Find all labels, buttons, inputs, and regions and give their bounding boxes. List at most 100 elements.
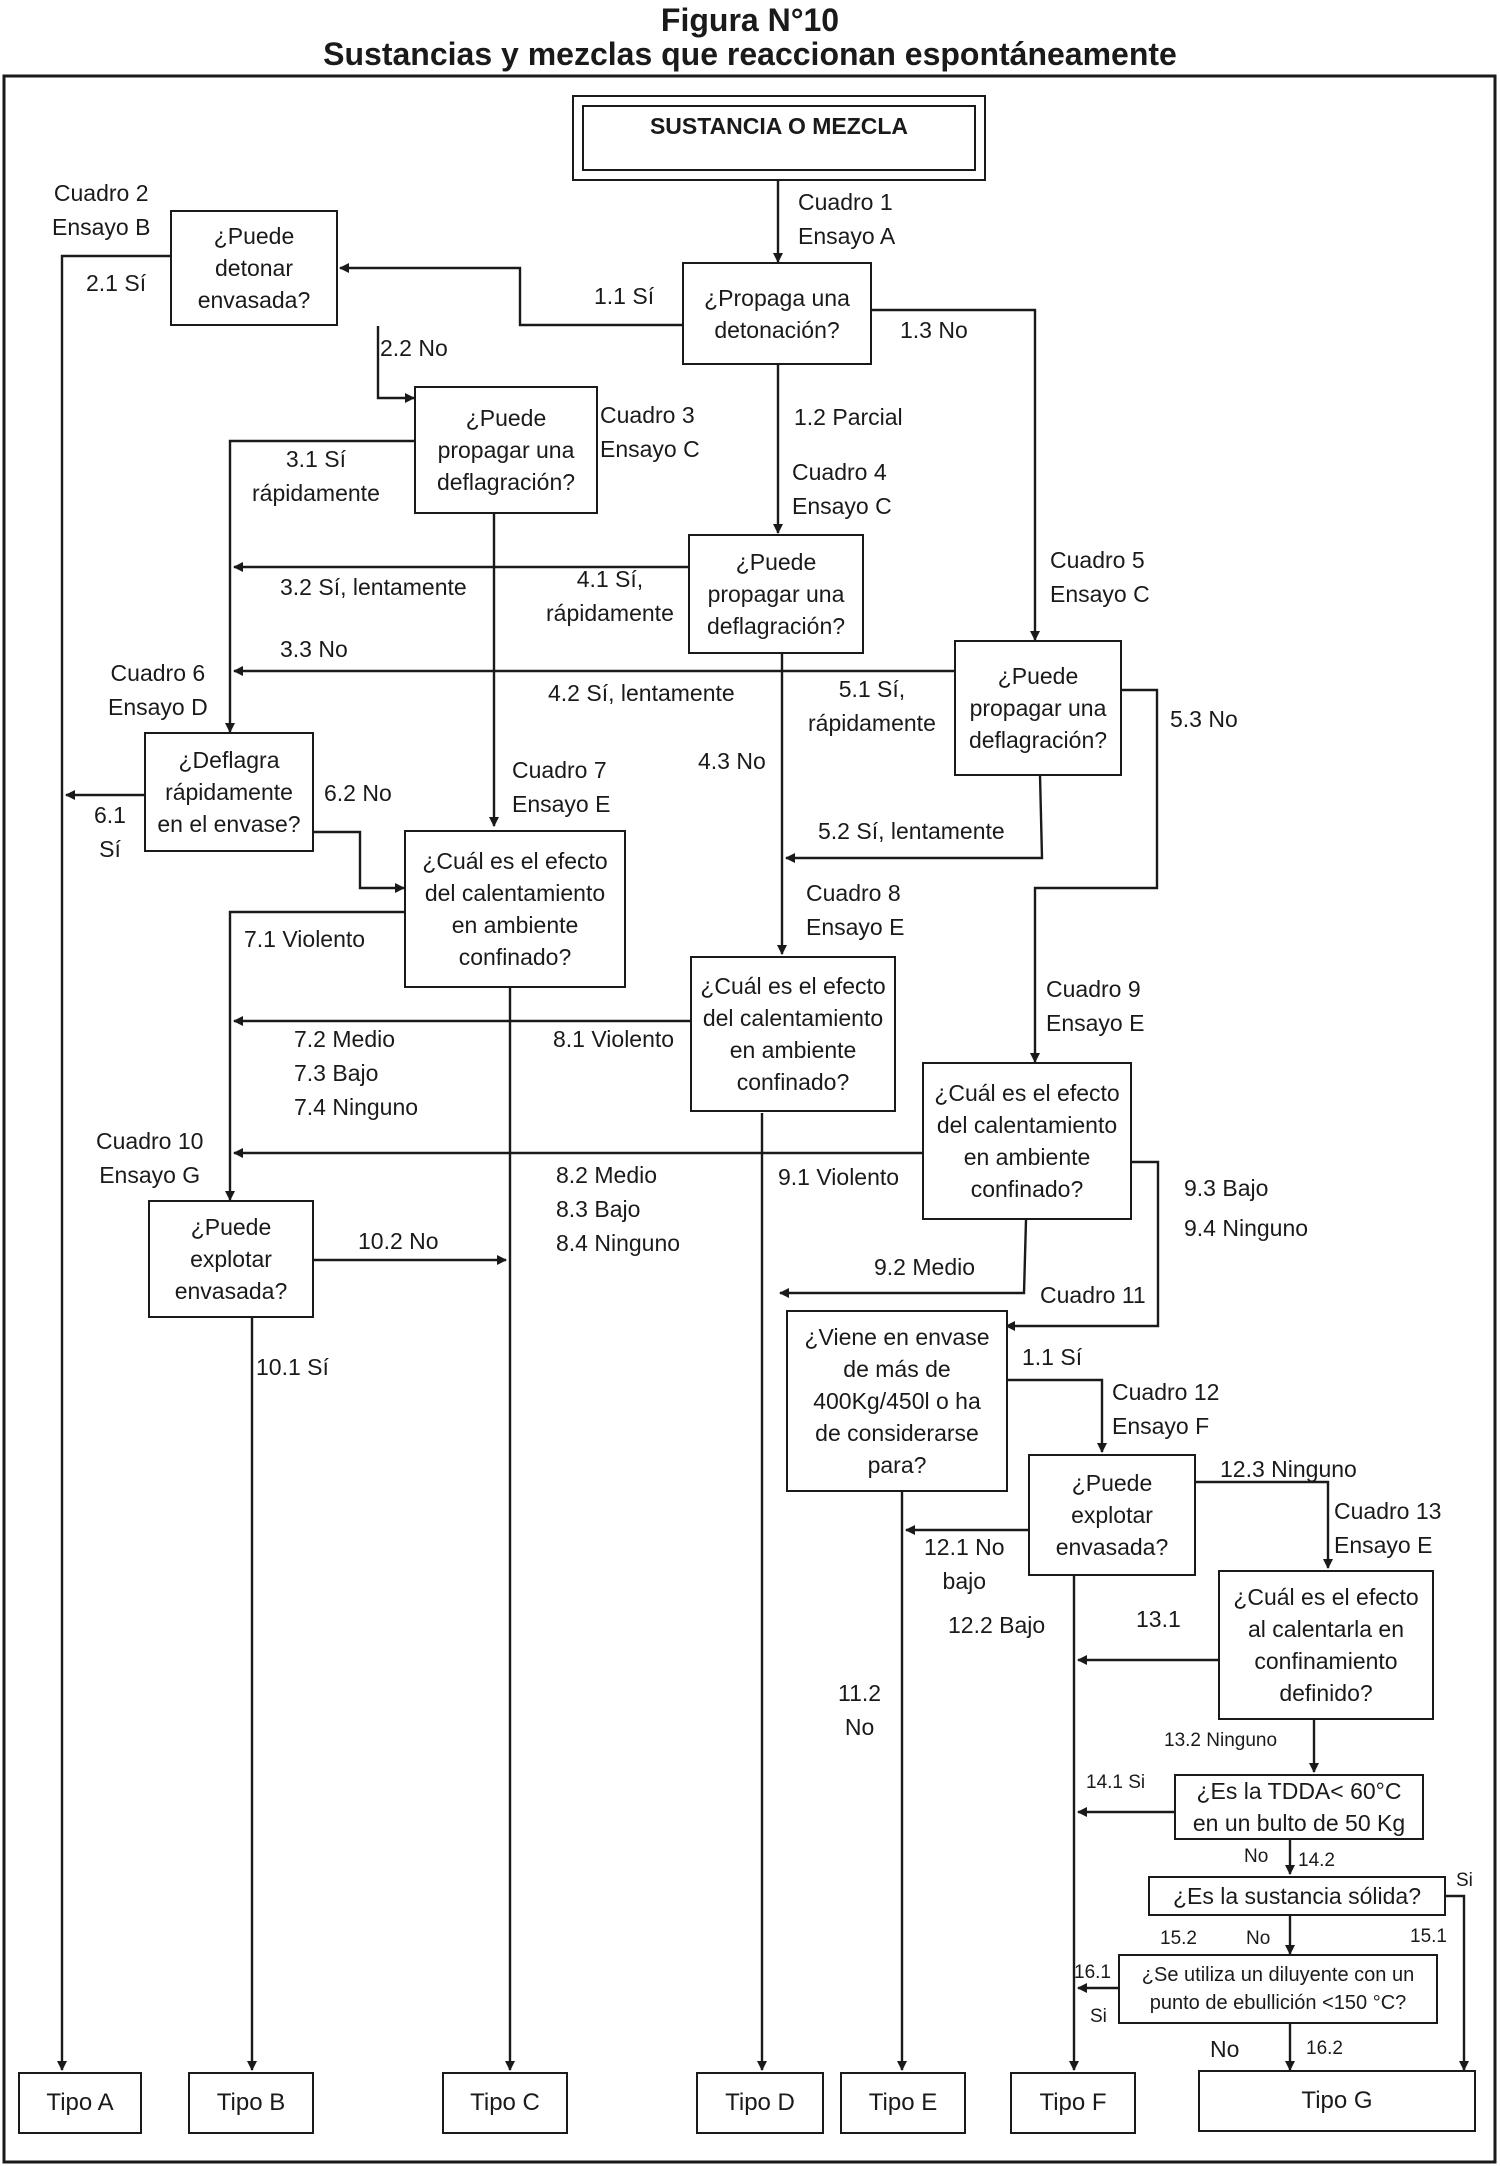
edge-12-3 [1196, 1480, 1333, 1569]
label-3-3: 3.3 No [280, 636, 348, 662]
label-1-3: 1.3 No [900, 317, 968, 343]
tipo-e-box: Tipo E [840, 2072, 966, 2134]
label-cuadro-7: Cuadro 7 Ensayo E [512, 757, 611, 817]
box-1-propaga-detonacion: ¿Propaga una detonación? [682, 262, 872, 365]
label-cuadro-8: Cuadro 8 Ensayo E [806, 880, 905, 940]
box-3-deflagracion: ¿Puede propagar una deflagración? [414, 386, 598, 514]
label-10-1: 10.1 Sí [256, 1354, 329, 1380]
label-cuadro-4: Cuadro 4 Ensayo C [792, 459, 892, 519]
label-15-2: 15.2 [1160, 1928, 1197, 1949]
label-16-2: 16.2 [1306, 2038, 1343, 2059]
box-16-diluyente: ¿Se utiliza un diluyente con un punto de… [1118, 1954, 1438, 2024]
label-6-2: 6.2 No [324, 780, 392, 806]
label-cuadro-6: Cuadro 6 Ensayo D [108, 660, 208, 720]
label-cuadro-5: Cuadro 5 Ensayo C [1050, 547, 1150, 607]
label-9-2: 9.2 Medio [874, 1254, 976, 1280]
label-4-1: 4.1 Sí, rápidamente [546, 566, 674, 626]
box-14-tdda: ¿Es la TDDA< 60°C en un bulto de 50 Kg [1174, 1774, 1424, 1840]
label-16-si: Si [1090, 2006, 1107, 2027]
label-1-1: 1.1 Sí [594, 283, 655, 309]
label-3-1: 3.1 Sí rápidamente [252, 446, 380, 506]
box-8-efecto-calentamiento: ¿Cuál es el efecto del calentamiento en … [690, 956, 896, 1112]
label-2-1: 2.1 Sí [86, 270, 147, 296]
label-16-1: 16.1 [1074, 1962, 1111, 1983]
box-5-deflagracion: ¿Puede propagar una deflagración? [954, 640, 1122, 776]
label-1-2: 1.2 Parcial [794, 404, 903, 430]
label-14-1: 14.1 Si [1086, 1772, 1146, 1793]
label-14-2: 14.2 [1298, 1850, 1335, 1871]
label-13-1: 13.1 [1136, 1606, 1181, 1632]
label-cuadro-11: Cuadro 11 [1040, 1282, 1146, 1308]
label-4-2: 4.2 Sí, lentamente [548, 680, 735, 706]
label-5-3: 5.3 No [1170, 706, 1238, 732]
outer-frame [2, 74, 1497, 2164]
tipo-f-box: Tipo F [1010, 2072, 1136, 2134]
box-15-sustancia-solida: ¿Es la sustancia sólida? [1148, 1876, 1446, 1916]
label-cuadro-12: Cuadro 12 Ensayo F [1112, 1379, 1220, 1439]
label-cuadro-1: Cuadro 1 Ensayo A [798, 189, 896, 249]
box-10-explotar-envasada: ¿Puede explotar envasada? [148, 1200, 314, 1318]
label-3-2: 3.2 Sí, lentamente [280, 574, 467, 600]
tipo-b-box: Tipo B [188, 2072, 314, 2134]
figure-title: Figura N°10 [660, 2, 840, 38]
box-4-deflagracion: ¿Puede propagar una deflagración? [688, 534, 864, 654]
label-11-1: 1.1 Sí [1022, 1344, 1083, 1370]
label-13-2: 13.2 Ninguno [1164, 1730, 1278, 1751]
label-cuadro-9: Cuadro 9 Ensayo E [1046, 976, 1145, 1036]
edge-5-3 [1030, 688, 1159, 1063]
label-9-1: 9.1 Violento [778, 1164, 900, 1190]
start-box: SUSTANCIA O MEZCLA [572, 95, 986, 181]
label-cuadro-2: Cuadro 2 Ensayo B [52, 180, 151, 240]
label-15-1: 15.1 [1410, 1926, 1447, 1947]
figure-subtitle: Sustancias y mezclas que reaccionan espo… [323, 36, 1177, 72]
box-12-explotar-envasada: ¿Puede explotar envasada? [1028, 1454, 1196, 1576]
tipo-a-box: Tipo A [18, 2072, 142, 2134]
tipo-g-box: Tipo G [1198, 2070, 1476, 2132]
edge-3-1 [225, 439, 414, 733]
edge-9-2 [779, 1219, 1028, 1298]
edge-15-1 [1446, 1894, 1469, 2071]
edge-2-2 [376, 326, 415, 403]
label-6-1: 6.1 Sí [94, 802, 126, 862]
edge-5-2 [785, 774, 1044, 863]
box-13-efecto-confinamiento: ¿Cuál es el efecto al calentarla en conf… [1218, 1570, 1434, 1720]
label-5-1: 5.1 Sí, rápidamente [808, 676, 936, 736]
box-7-efecto-calentamiento: ¿Cuál es el efecto del calentamiento en … [404, 830, 626, 988]
tipo-d-box: Tipo D [696, 2072, 824, 2134]
edge-9-3 [1005, 1160, 1160, 1331]
label-15-no: No [1246, 1928, 1271, 1949]
box-2-puede-detonar: ¿Puede detonar envasada? [170, 210, 338, 326]
label-4-3: 4.3 No [698, 748, 766, 774]
label-9-3: 9.3 Bajo 9.4 Ninguno [1184, 1175, 1309, 1241]
label-15-si: Si [1456, 1870, 1473, 1891]
label-7-1: 7.1 Violento [244, 926, 366, 952]
label-12-2: 12.2 Bajo [948, 1612, 1046, 1638]
label-7-2: 7.2 Medio 7.3 Bajo 7.4 Ninguno [294, 1026, 419, 1120]
label-14-2-no: No [1244, 1846, 1269, 1867]
edge-11-1 [1006, 1378, 1107, 1453]
edge-2-1 [57, 254, 170, 2071]
edge-1-1 [339, 263, 682, 327]
label-12-3: 12.3 Ninguno [1220, 1456, 1357, 1482]
label-12-1: 12.1 No bajo [924, 1534, 1005, 1594]
tipo-c-box: Tipo C [442, 2072, 568, 2134]
edge-1-3 [872, 308, 1040, 641]
label-cuadro-13: Cuadro 13 Ensayo E [1334, 1498, 1442, 1558]
label-8-1: 8.1 Violento [553, 1026, 675, 1052]
label-5-2: 5.2 Sí, lentamente [818, 818, 1005, 844]
label-8-2: 8.2 Medio 8.3 Bajo 8.4 Ninguno [556, 1162, 681, 1256]
label-16-no: No [1210, 2036, 1240, 2062]
edge-6-2 [312, 830, 405, 893]
edge-7-1 [225, 910, 404, 1201]
label-2-2: 2.2 No [380, 335, 448, 361]
start-label: SUSTANCIA O MEZCLA [582, 105, 976, 171]
label-cuadro-10: Cuadro 10 Ensayo G [96, 1128, 204, 1188]
box-9-efecto-calentamiento: ¿Cuál es el efecto del calentamiento en … [922, 1062, 1132, 1220]
box-11-envase-400kg: ¿Viene en envase de más de 400Kg/450l o … [786, 1310, 1008, 1492]
box-6-deflagra-rapidamente: ¿Deflagra rápidamente en el envase? [144, 732, 314, 852]
label-10-2: 10.2 No [358, 1228, 439, 1254]
label-cuadro-3: Cuadro 3 Ensayo C [600, 402, 700, 462]
label-11-2: 11.2 No [838, 1680, 882, 1740]
